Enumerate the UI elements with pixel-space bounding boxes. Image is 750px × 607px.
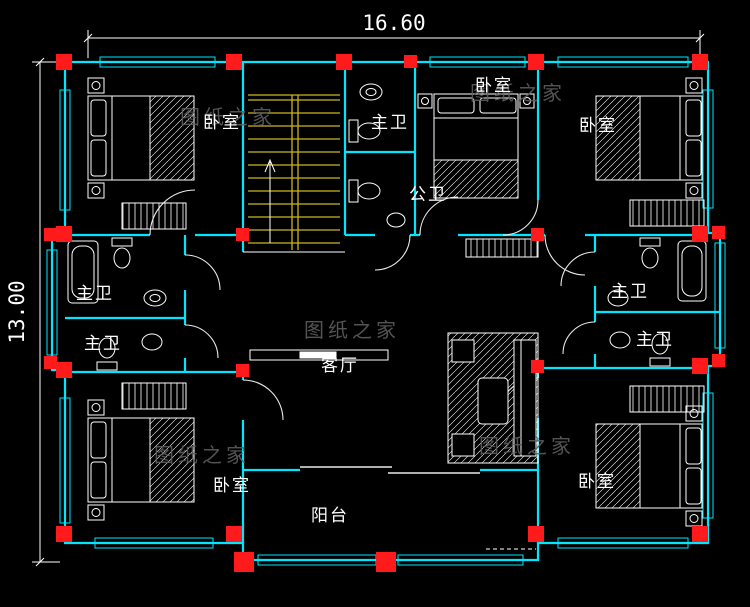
columns bbox=[44, 54, 725, 572]
watermark: 图纸之家 bbox=[304, 319, 400, 342]
watermark: 图纸之家 bbox=[479, 435, 575, 458]
room-label-bedroom-top-left: 卧室 bbox=[203, 113, 241, 132]
tv-stand bbox=[249, 349, 389, 361]
dimension-height-label: 13.00 bbox=[5, 280, 29, 343]
room-label-master-bath-right-upper: 主卫 bbox=[611, 282, 649, 301]
room-label-master-bath-top: 主卫 bbox=[371, 113, 409, 132]
room-label-master-bath-left-lower: 主卫 bbox=[84, 334, 122, 353]
watermark: 图纸之家 bbox=[470, 82, 566, 105]
room-label-bedroom-top-center: 卧室 bbox=[475, 76, 513, 95]
sofa-set bbox=[447, 332, 539, 464]
bed-top-center bbox=[417, 93, 535, 199]
bed-top-left bbox=[87, 77, 195, 199]
dimension-top bbox=[83, 30, 705, 58]
room-label-bedroom-bottom-left: 卧室 bbox=[213, 476, 251, 495]
room-label-balcony: 阳台 bbox=[311, 506, 349, 525]
staircase bbox=[243, 94, 345, 253]
room-label-bedroom-top-right: 卧室 bbox=[579, 116, 617, 135]
watermark: 图纸之家 bbox=[154, 444, 250, 467]
room-label-master-bath-left-upper: 主卫 bbox=[76, 284, 114, 303]
bed-bottom-right bbox=[595, 405, 703, 527]
bath-fixtures-top bbox=[348, 83, 406, 228]
bath-fixtures-left bbox=[67, 237, 167, 371]
dimension-width-label: 16.60 bbox=[362, 11, 425, 35]
dimension-left bbox=[32, 57, 60, 567]
bed-bottom-left bbox=[87, 399, 195, 521]
watermark: 图纸之家 bbox=[180, 106, 276, 129]
room-label-master-bath-right-lower: 主卫 bbox=[636, 330, 674, 349]
interior-walls bbox=[65, 62, 720, 543]
bed-top-right bbox=[595, 77, 703, 199]
windows bbox=[46, 56, 726, 566]
room-label-bedroom-bottom-right: 卧室 bbox=[578, 472, 616, 491]
room-label-living-room: 客厅 bbox=[321, 356, 359, 375]
wardrobes bbox=[121, 199, 705, 413]
room-label-public-bath: 公卫 bbox=[409, 185, 447, 204]
